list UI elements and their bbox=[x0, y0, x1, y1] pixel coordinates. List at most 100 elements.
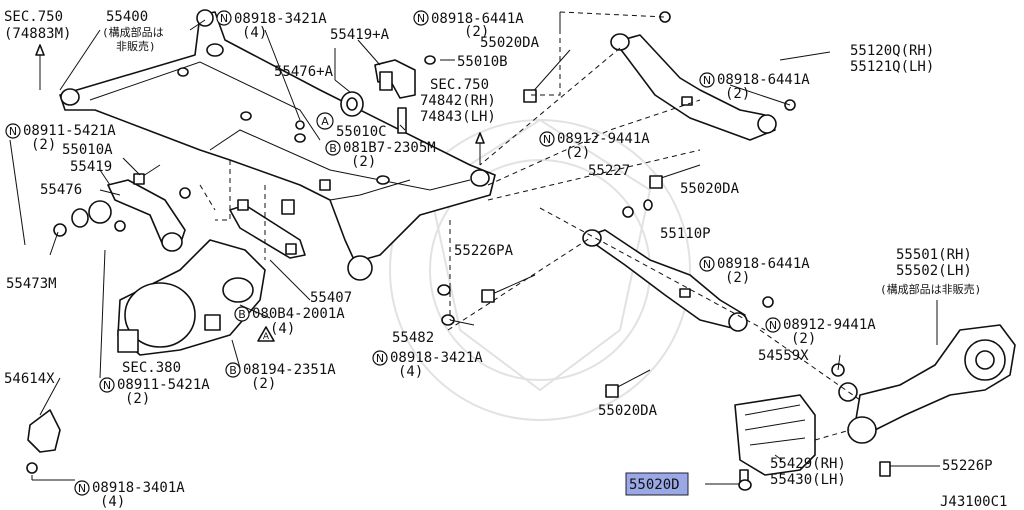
label-55501: 55501(RH) bbox=[896, 247, 972, 263]
bolt-55010a[interactable] bbox=[133, 164, 161, 185]
bushing-54614x[interactable] bbox=[26, 409, 61, 474]
label-sec750-b-lh: 74843(LH) bbox=[420, 109, 496, 125]
n-circle-markers: N N N N N N N N N N bbox=[5, 10, 781, 496]
svg-text:N: N bbox=[769, 319, 777, 332]
label-08918-6441a-r2: 08918-6441A bbox=[717, 256, 810, 272]
svg-text:N: N bbox=[417, 12, 425, 25]
label-55419a: 55419+A bbox=[330, 27, 390, 43]
label-55482: 55482 bbox=[392, 330, 434, 346]
label-08918-3421a-mid: 08918-3421A bbox=[390, 350, 483, 366]
label-08912-9441a-r: 08912-9441A bbox=[783, 317, 876, 333]
label-55400-note2: 非販売) bbox=[116, 40, 156, 53]
label-54614x: 54614X bbox=[4, 371, 55, 387]
diagram-code: J43100C1 bbox=[940, 494, 1007, 510]
svg-text:B: B bbox=[238, 308, 246, 321]
svg-text:N: N bbox=[78, 482, 86, 495]
label-08912-9441a-c-qty: (2) bbox=[565, 145, 590, 161]
label-55020d: 55020D bbox=[629, 477, 680, 493]
label-08918-6441a-top-qty: (2) bbox=[464, 24, 489, 40]
bolt-55020da-top[interactable] bbox=[523, 49, 571, 103]
label-55020da-bot: 55020DA bbox=[598, 403, 658, 419]
ref-a-markers: A A bbox=[257, 112, 334, 342]
sec-arrows bbox=[35, 44, 485, 165]
label-55407: 55407 bbox=[310, 290, 352, 306]
label-080b4-2001a-qty: (4) bbox=[270, 321, 295, 337]
label-55020da-top: 55020DA bbox=[480, 35, 540, 51]
label-08918-3401a-qty: (4) bbox=[100, 494, 125, 510]
lower-link-55110p[interactable] bbox=[582, 229, 748, 332]
label-55020da-mid: 55020DA bbox=[680, 181, 740, 197]
label-08918-3401a: 08918-3401A bbox=[92, 480, 185, 496]
label-sec750-a-ref: (74883M) bbox=[4, 26, 71, 42]
label-55010a: 55010A bbox=[62, 142, 113, 158]
label-55476: 55476 bbox=[40, 182, 82, 198]
svg-text:A: A bbox=[321, 115, 329, 128]
bolt-55020da-bot[interactable] bbox=[605, 369, 651, 398]
label-55010b: 55010B bbox=[457, 54, 508, 70]
svg-text:N: N bbox=[103, 379, 111, 392]
label-08194-2351a-qty: (2) bbox=[251, 376, 276, 392]
upper-link-55120q[interactable] bbox=[610, 33, 777, 141]
label-08911-5421a-l: 08911-5421A bbox=[23, 123, 116, 139]
label-55226pa: 55226PA bbox=[454, 243, 514, 259]
label-55400-note1: (構成部品は bbox=[102, 25, 164, 39]
label-08918-6441a-r1-qty: (2) bbox=[725, 86, 750, 102]
highlight-box bbox=[625, 472, 689, 496]
label-55502: 55502(LH) bbox=[896, 263, 972, 279]
part-labels: SEC.750 (74883M) 55400 (構成部品は 非販売) 08918… bbox=[4, 9, 1007, 510]
label-08911-5421a-b-qty: (2) bbox=[125, 391, 150, 407]
label-08918-3421a-top: 08918-3421A bbox=[234, 11, 327, 27]
label-sec750-a: SEC.750 bbox=[4, 9, 63, 25]
subframe-55400[interactable] bbox=[59, 9, 496, 281]
bracket-55429[interactable] bbox=[734, 394, 816, 487]
label-55400: 55400 bbox=[106, 9, 148, 25]
label-08911-5421a-l-qty: (2) bbox=[31, 137, 56, 153]
label-55501-note: (構成部品は非販売) bbox=[880, 282, 981, 296]
label-sec750-b-rh: 74842(RH) bbox=[420, 93, 496, 109]
label-080b4-2001a: 080B4-2001A bbox=[252, 306, 345, 322]
label-55430: 55430(LH) bbox=[770, 472, 846, 488]
label-55476a: 55476+A bbox=[274, 64, 334, 80]
label-08912-9441a-c: 08912-9441A bbox=[557, 131, 650, 147]
label-55226p: 55226P bbox=[942, 458, 993, 474]
label-08918-6441a-r2-qty: (2) bbox=[725, 270, 750, 286]
svg-text:N: N bbox=[9, 125, 17, 138]
label-54559x: 54559X bbox=[758, 348, 809, 364]
label-55010c: 55010C bbox=[336, 124, 387, 140]
label-55473m: 55473M bbox=[6, 276, 57, 292]
leader-lines bbox=[9, 12, 940, 485]
label-08918-3421a-mid-qty: (4) bbox=[398, 364, 423, 380]
label-sec380: SEC.380 bbox=[122, 360, 181, 376]
label-55419: 55419 bbox=[70, 159, 112, 175]
label-sec750-b: SEC.750 bbox=[430, 77, 489, 93]
label-08911-5421a-b: 08911-5421A bbox=[117, 377, 210, 393]
label-08918-6441a-top: 08918-6441A bbox=[431, 11, 524, 27]
bolt-55020da-mid[interactable] bbox=[649, 164, 701, 189]
svg-text:N: N bbox=[376, 352, 384, 365]
svg-text:B: B bbox=[229, 364, 237, 377]
label-081b7-2305m-qty: (2) bbox=[351, 154, 376, 170]
bushing-55476a[interactable] bbox=[340, 55, 436, 134]
bracket-55407[interactable] bbox=[229, 199, 306, 259]
label-55120q: 55120Q(RH) bbox=[850, 43, 934, 59]
washers bbox=[114, 11, 858, 491]
label-08918-3421a-top-qty: (4) bbox=[242, 25, 267, 41]
label-55121q: 55121Q(LH) bbox=[850, 59, 934, 75]
svg-text:B: B bbox=[329, 142, 337, 155]
svg-text:N: N bbox=[220, 12, 228, 25]
link-55419[interactable] bbox=[53, 179, 186, 252]
label-08918-6441a-r1: 08918-6441A bbox=[717, 72, 810, 88]
differential-sec380[interactable] bbox=[117, 239, 266, 356]
label-55110p: 55110P bbox=[660, 226, 711, 242]
svg-text:N: N bbox=[703, 258, 711, 271]
label-081b7-2305m: 081B7-2305M bbox=[343, 140, 436, 156]
phantom-lines bbox=[199, 11, 861, 441]
label-55227: 55227 bbox=[588, 163, 630, 179]
label-08912-9441a-r-qty: (2) bbox=[791, 331, 816, 347]
knuckle-55501[interactable] bbox=[847, 324, 1016, 477]
svg-text:N: N bbox=[543, 133, 551, 146]
svg-text:N: N bbox=[703, 74, 711, 87]
label-08194-2351a: 08194-2351A bbox=[243, 362, 336, 378]
svg-text:A: A bbox=[263, 332, 270, 342]
